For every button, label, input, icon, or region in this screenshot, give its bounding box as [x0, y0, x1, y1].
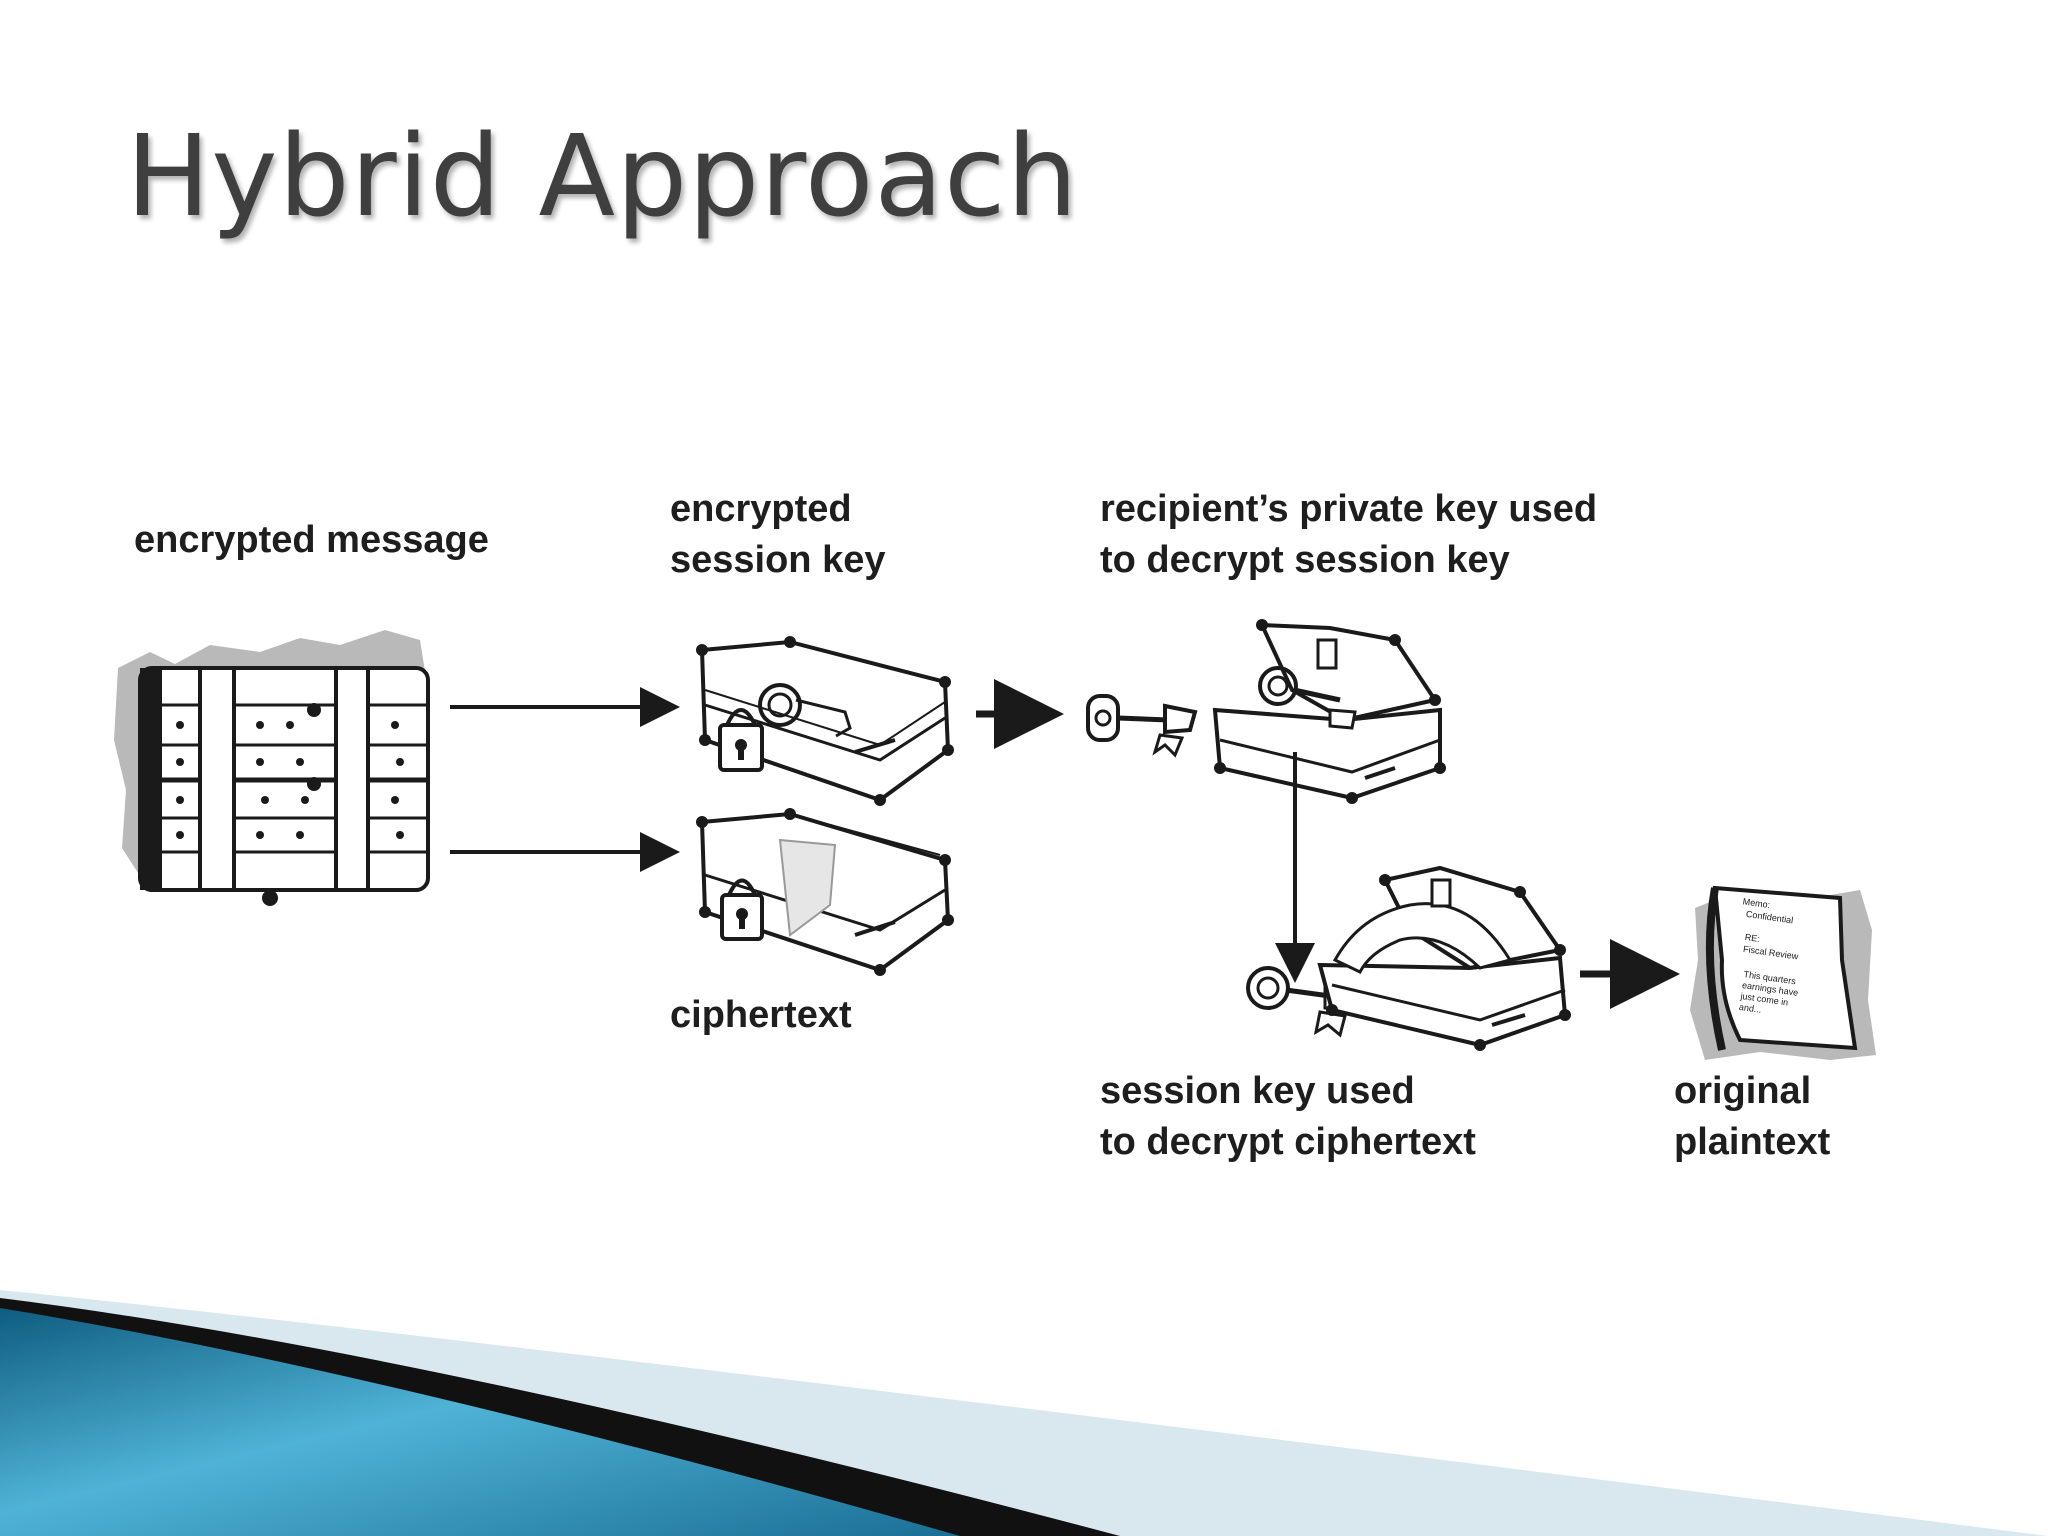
label-ciphertext: ciphertext [670, 994, 852, 1036]
plaintext-document-icon: Memo: Confidential RE: Fiscal Review Thi… [1690, 885, 1876, 1060]
locked-chest-with-paper-icon [696, 808, 954, 976]
locked-chest-with-key-icon [696, 636, 954, 806]
doc-memo: Memo: [1742, 896, 1771, 910]
label-encrypted-session-key: encrypted session key [670, 484, 885, 586]
label-line: session key used [1100, 1070, 1415, 1112]
label-session-key-used: session key used to decrypt ciphertext [1100, 1066, 1476, 1168]
label-line: plaintext [1674, 1121, 1831, 1163]
label-line: to decrypt ciphertext [1100, 1121, 1476, 1163]
encrypted-message-trunk-icon [114, 630, 430, 906]
label-original-plaintext: original plaintext [1674, 1066, 1830, 1168]
label-line: encrypted [670, 488, 852, 530]
label-line: recipient’s private key used [1100, 488, 1598, 530]
open-chest-with-key-icon [1212, 619, 1446, 804]
label-encrypted-message: encrypted message [134, 519, 489, 561]
slide-title: Hybrid Approach [126, 112, 1079, 242]
label-line: original [1674, 1070, 1812, 1112]
open-chest-with-document-icon [1317, 865, 1571, 1051]
label-recipient-private-key: recipient’s private key used to decrypt … [1100, 484, 1597, 586]
doc-body-line-4: and... [1738, 1002, 1762, 1015]
doc-re: RE: [1744, 932, 1760, 944]
label-line: to decrypt session key [1100, 539, 1510, 581]
label-line: session key [670, 539, 886, 581]
private-key-icon [1086, 694, 1198, 758]
